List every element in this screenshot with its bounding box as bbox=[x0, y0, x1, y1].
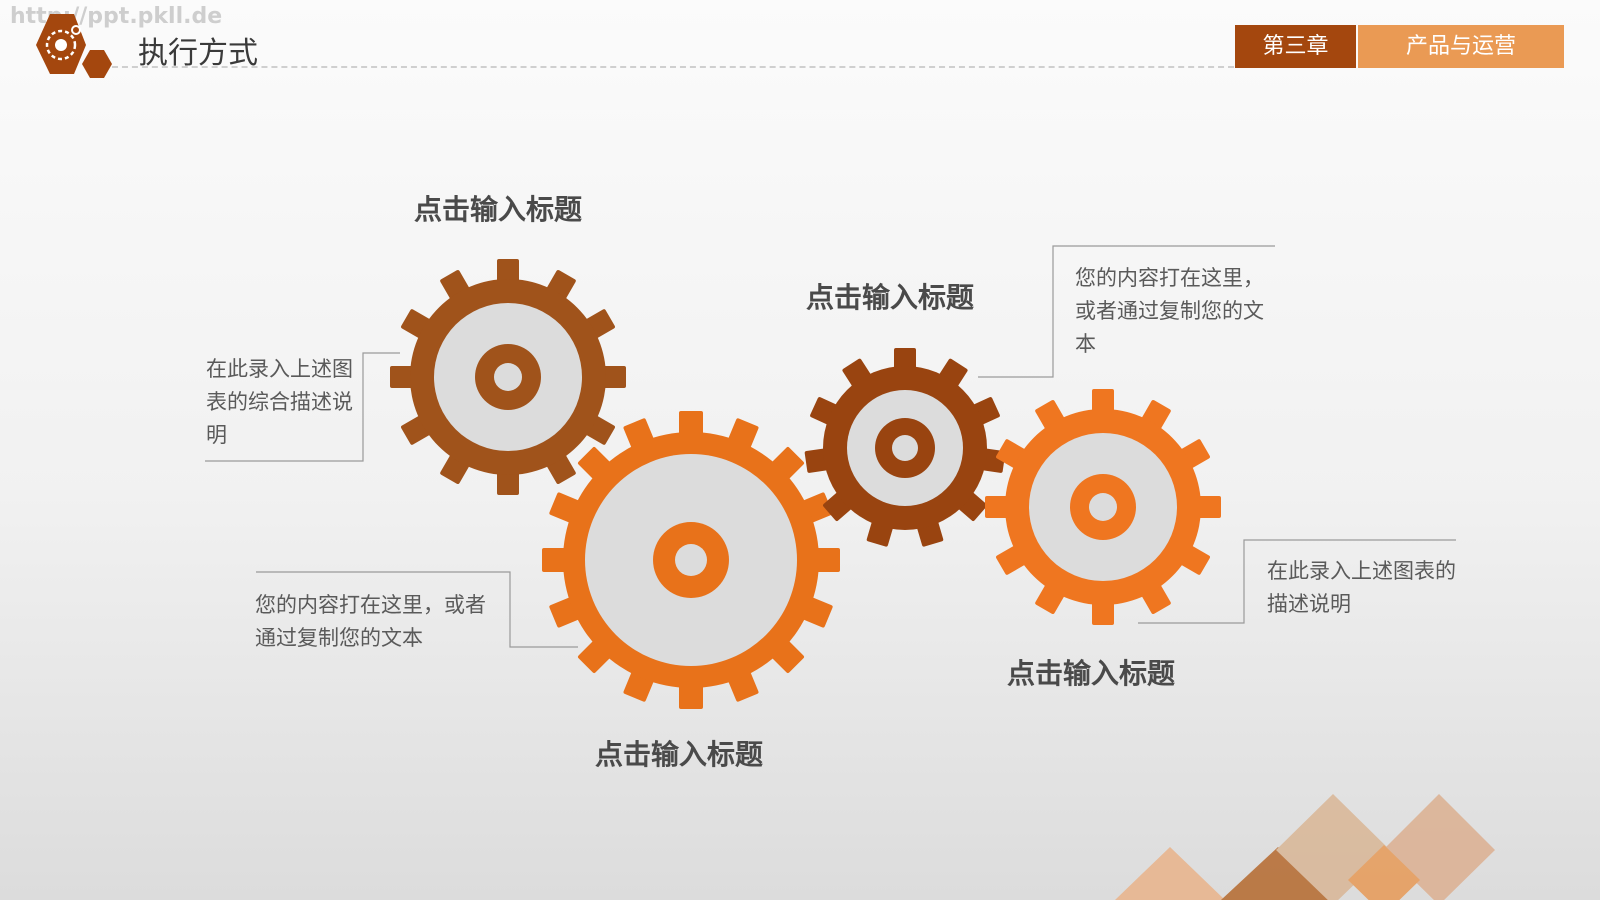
gear-1 bbox=[390, 259, 626, 495]
connector-line-1 bbox=[205, 352, 400, 462]
gear-axle-hole bbox=[1089, 493, 1117, 521]
gear-title-4[interactable]: 点击输入标题 bbox=[1007, 657, 1176, 690]
header-divider bbox=[112, 66, 1234, 68]
page-title: 执行方式 bbox=[138, 36, 258, 71]
gear-axle-hole bbox=[494, 363, 522, 391]
gear-title-3[interactable]: 点击输入标题 bbox=[806, 281, 975, 314]
gear-3 bbox=[804, 348, 1006, 547]
gear-axle-hole bbox=[675, 544, 707, 576]
gear-axle-hole bbox=[892, 435, 918, 461]
decorative-diamonds bbox=[1115, 794, 1495, 900]
gear-desc-1[interactable]: 在此录入上述图表的综合描述说明 bbox=[206, 357, 353, 447]
logo-hexagon-icon bbox=[36, 14, 112, 78]
tab-chapter[interactable]: 第三章 bbox=[1235, 25, 1356, 68]
connector-line-3 bbox=[978, 245, 1275, 378]
gear-2 bbox=[542, 411, 840, 709]
gear-4 bbox=[985, 389, 1221, 625]
gear-desc-3[interactable]: 您的内容打在这里，或者通过复制您的文本 bbox=[1075, 266, 1264, 356]
connector-line-4 bbox=[1138, 539, 1456, 624]
connector-line-2 bbox=[256, 571, 578, 648]
gear-desc-2[interactable]: 您的内容打在这里，或者通过复制您的文本 bbox=[255, 593, 486, 650]
gear-title-2[interactable]: 点击输入标题 bbox=[595, 738, 764, 771]
gear-title-1[interactable]: 点击输入标题 bbox=[414, 193, 583, 226]
tab-section[interactable]: 产品与运营 bbox=[1358, 25, 1564, 68]
gear-desc-4[interactable]: 在此录入上述图表的描述说明 bbox=[1267, 559, 1456, 616]
